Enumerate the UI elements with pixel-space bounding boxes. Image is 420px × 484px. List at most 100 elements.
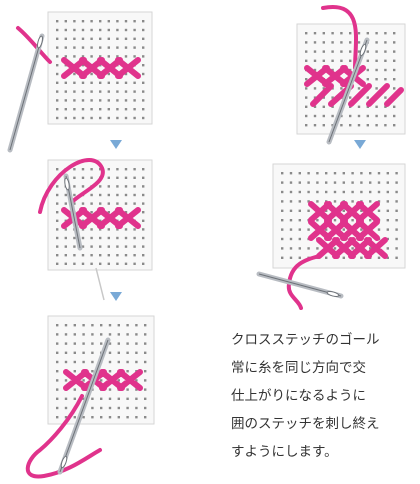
fabric-hole bbox=[116, 90, 119, 93]
fabric-hole bbox=[73, 28, 76, 32]
fabric-hole bbox=[124, 185, 128, 188]
fabric-hole bbox=[99, 46, 102, 49]
fabric-hole bbox=[142, 81, 145, 84]
fabric-hole bbox=[357, 50, 361, 53]
fabric-hole bbox=[107, 55, 110, 58]
fabric-hole bbox=[116, 37, 119, 40]
fabric-hole bbox=[56, 416, 59, 419]
arrow-down-icon bbox=[110, 140, 122, 149]
fabric-hole bbox=[73, 108, 76, 111]
fabric-hole bbox=[108, 333, 112, 336]
fabric-hole bbox=[316, 219, 319, 222]
fabric-hole bbox=[298, 256, 301, 259]
fabric-hole bbox=[360, 181, 363, 184]
fabric-hole bbox=[81, 20, 85, 23]
fabric-hole bbox=[64, 116, 67, 120]
fabric-hole bbox=[375, 50, 378, 53]
fabric-hole bbox=[313, 41, 317, 44]
fabric-hole bbox=[90, 193, 93, 197]
fabric-hole bbox=[91, 370, 94, 373]
fabric-hole bbox=[342, 256, 345, 259]
fabric-hole bbox=[126, 388, 129, 391]
fabric-hole bbox=[360, 209, 363, 212]
fabric-hole bbox=[107, 81, 110, 84]
fabric-hole bbox=[333, 219, 337, 222]
fabric-hole bbox=[349, 50, 352, 53]
fabric-hole bbox=[377, 181, 381, 184]
fabric-hole bbox=[349, 59, 352, 62]
fabric-hole bbox=[56, 72, 59, 76]
fabric-hole bbox=[64, 333, 68, 336]
fabric-hole bbox=[357, 105, 361, 108]
fabric-hole bbox=[64, 416, 68, 419]
fabric-hole bbox=[281, 237, 284, 241]
fabric-hole bbox=[375, 124, 378, 127]
fabric-hole bbox=[142, 72, 145, 76]
needle-icon bbox=[57, 337, 111, 475]
fabric-hole bbox=[366, 78, 369, 81]
fabric-hole bbox=[133, 168, 136, 171]
fabric-hole bbox=[116, 193, 119, 197]
fabric-hole bbox=[126, 342, 129, 345]
fabric-hole bbox=[99, 20, 102, 23]
fabric-hole bbox=[56, 55, 59, 58]
fabric-hole bbox=[298, 209, 301, 212]
fabric-hole bbox=[117, 324, 120, 327]
fabric-hole bbox=[73, 72, 76, 76]
fabric-hole bbox=[116, 228, 119, 231]
fabric-hole bbox=[369, 190, 372, 194]
fabric-hole bbox=[133, 116, 136, 120]
instruction-line: クロスステッチのゴール bbox=[231, 332, 380, 348]
fabric-hole bbox=[340, 50, 343, 53]
fabric-hole bbox=[73, 254, 76, 257]
fabric-hole bbox=[281, 256, 284, 259]
fabric-hole bbox=[289, 237, 293, 241]
fabric-hole bbox=[108, 324, 112, 327]
fabric-hole bbox=[144, 324, 147, 327]
fabric-hole bbox=[281, 209, 284, 212]
fabric-hole bbox=[357, 87, 361, 90]
fabric-hole bbox=[351, 172, 354, 175]
fabric-hole bbox=[116, 245, 119, 248]
thread-strand bbox=[16, 26, 52, 64]
fabric-hole bbox=[90, 176, 93, 179]
fabric-hole bbox=[64, 236, 67, 240]
fabric-hole bbox=[124, 211, 128, 214]
fabric-hole bbox=[322, 59, 325, 62]
fabric-hole bbox=[322, 41, 325, 44]
fabric-hole bbox=[100, 379, 103, 382]
fabric-hole bbox=[395, 247, 398, 250]
fabric-hole bbox=[142, 108, 145, 111]
fabric-hole bbox=[144, 351, 147, 354]
fabric-hole bbox=[99, 245, 102, 248]
fabric-hole bbox=[116, 20, 119, 23]
fabric-hole bbox=[377, 228, 381, 231]
fabric-hole bbox=[124, 254, 128, 257]
fabric-hole bbox=[386, 200, 389, 203]
fabric-hole bbox=[289, 172, 293, 175]
fabric-hole bbox=[369, 200, 372, 203]
fabric-hole bbox=[64, 262, 67, 265]
fabric-hole bbox=[108, 388, 112, 391]
fabric-hole bbox=[360, 190, 363, 194]
fabric-hole bbox=[73, 176, 76, 179]
fabric-hole bbox=[91, 397, 94, 400]
fabric-hole bbox=[305, 59, 308, 62]
fabric-hole bbox=[386, 209, 389, 212]
fabric-hole bbox=[64, 342, 68, 345]
fabric-hole bbox=[124, 262, 128, 265]
fabric-hole bbox=[90, 236, 93, 240]
fabric-hole bbox=[340, 114, 343, 118]
fabric-hole bbox=[116, 99, 119, 102]
fabric-hole bbox=[289, 219, 293, 222]
fabric-hole bbox=[100, 342, 103, 345]
fabric-hole bbox=[126, 351, 129, 354]
fabric-hole bbox=[142, 211, 145, 214]
fabric-hole bbox=[395, 219, 398, 222]
fabric-hole bbox=[144, 379, 147, 382]
fabric-hole bbox=[322, 105, 325, 108]
fabric-hole bbox=[116, 262, 119, 265]
fabric-hole bbox=[340, 41, 343, 44]
fabric-hole bbox=[281, 200, 284, 203]
fabric-hole bbox=[81, 46, 85, 49]
